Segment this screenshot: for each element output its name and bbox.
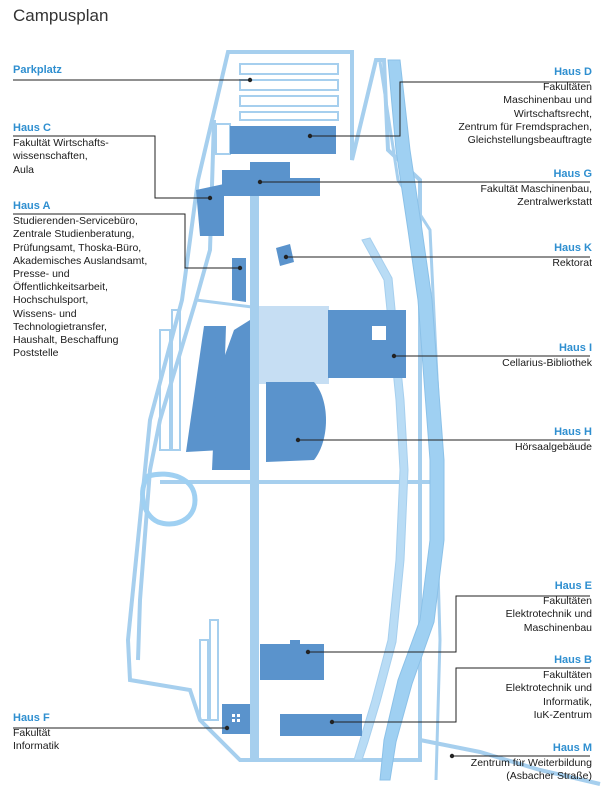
bottom-road — [419, 738, 601, 786]
building-haus-d — [230, 126, 336, 154]
cross-road-2 — [195, 298, 261, 310]
label-haus-m: Haus M Zentrum für Weiterbildung (Asbach… — [471, 742, 592, 784]
label-haus-d-desc: Fakultäten Maschinenbau und Wirtschaftsr… — [458, 81, 592, 147]
label-haus-g-desc: Fakultät Maschinenbau, Zentralwerkstatt — [480, 183, 592, 209]
building-haus-b — [280, 714, 362, 736]
label-haus-h: Haus H Hörsaalgebäude — [515, 426, 592, 454]
label-haus-d-name: Haus D — [554, 66, 592, 78]
label-parkplatz: Parkplatz — [13, 64, 62, 79]
label-haus-h-desc: Hörsaalgebäude — [514, 441, 592, 454]
label-haus-g: Haus G Fakultät Maschinenbau, Zentralwer… — [481, 168, 592, 210]
leader-haus-c — [13, 135, 210, 199]
label-haus-c: Haus C Fakultät Wirtschafts- wissenschaf… — [13, 122, 109, 177]
label-haus-e-desc: Fakultäten Elektrotechnik und Maschinenb… — [505, 595, 592, 634]
leader-haus-d — [310, 81, 590, 137]
label-haus-f-name: Haus F — [13, 712, 50, 724]
label-haus-c-name: Haus C — [13, 122, 51, 134]
building-haus-e — [260, 640, 324, 680]
leader-haus-b — [332, 667, 590, 723]
building-haus-i — [328, 310, 406, 378]
building-haus-a — [232, 258, 246, 302]
page-title: Campusplan — [13, 6, 109, 25]
leader-endpoints — [207, 77, 455, 759]
label-haus-i-name: Haus I — [558, 342, 592, 354]
label-haus-b-name: Haus B — [554, 654, 592, 666]
label-haus-k-name: Haus K — [554, 242, 592, 254]
central-promenade — [250, 195, 259, 760]
label-haus-b: Haus B Fakultäten Elektrotechnik und Inf… — [506, 654, 592, 722]
label-haus-k-desc: Rektorat — [552, 257, 592, 270]
river — [379, 59, 445, 781]
pond — [140, 471, 198, 527]
library-courtyard — [372, 326, 386, 340]
building-haus-k — [276, 244, 294, 266]
leader-haus-a — [13, 213, 240, 269]
label-parkplatz-name: Parkplatz — [13, 64, 62, 76]
label-haus-c-desc: Fakultät Wirtschafts- wissenschaften, Au… — [13, 137, 109, 176]
label-haus-m-desc: Zentrum für Weiterbildung (Asbacher Stra… — [470, 757, 592, 783]
haus-f-courtyard — [232, 714, 240, 722]
label-haus-e: Haus E Fakultäten Elektrotechnik und Mas… — [506, 580, 592, 635]
campus-boundary-road — [125, 50, 422, 762]
west-parking — [159, 309, 219, 721]
label-haus-k: Haus K Rektorat — [552, 242, 592, 270]
label-haus-m-name: Haus M — [552, 742, 592, 754]
building-west-hall — [212, 320, 250, 470]
label-haus-a: Haus A Studierenden-Servicebüro, Zentral… — [13, 200, 147, 360]
building-haus-h — [266, 382, 326, 462]
label-haus-a-desc: Studierenden-Servicebüro, Zentrale Studi… — [13, 215, 148, 360]
leader-haus-e — [308, 595, 590, 653]
label-haus-f-desc: Fakultät Informatik — [13, 727, 60, 753]
label-haus-i-desc: Cellarius-Bibliothek — [502, 357, 592, 370]
label-haus-i: Haus I Cellarius-Bibliothek — [502, 342, 592, 370]
label-haus-h-name: Haus H — [554, 426, 592, 438]
label-haus-b-desc: Fakultäten Elektrotechnik und Informatik… — [505, 669, 592, 721]
label-haus-e-name: Haus E — [554, 580, 592, 592]
parking-lot — [215, 63, 339, 155]
building-haus-g — [222, 162, 320, 196]
plaza — [259, 306, 329, 384]
label-haus-d: Haus D Fakultäten Maschinenbau und Wirts… — [458, 66, 592, 147]
label-haus-a-name: Haus A — [13, 200, 51, 212]
label-haus-g-name: Haus G — [553, 168, 592, 180]
building-haus-c — [196, 184, 224, 236]
label-haus-f: Haus F Fakultät Informatik — [13, 712, 59, 754]
